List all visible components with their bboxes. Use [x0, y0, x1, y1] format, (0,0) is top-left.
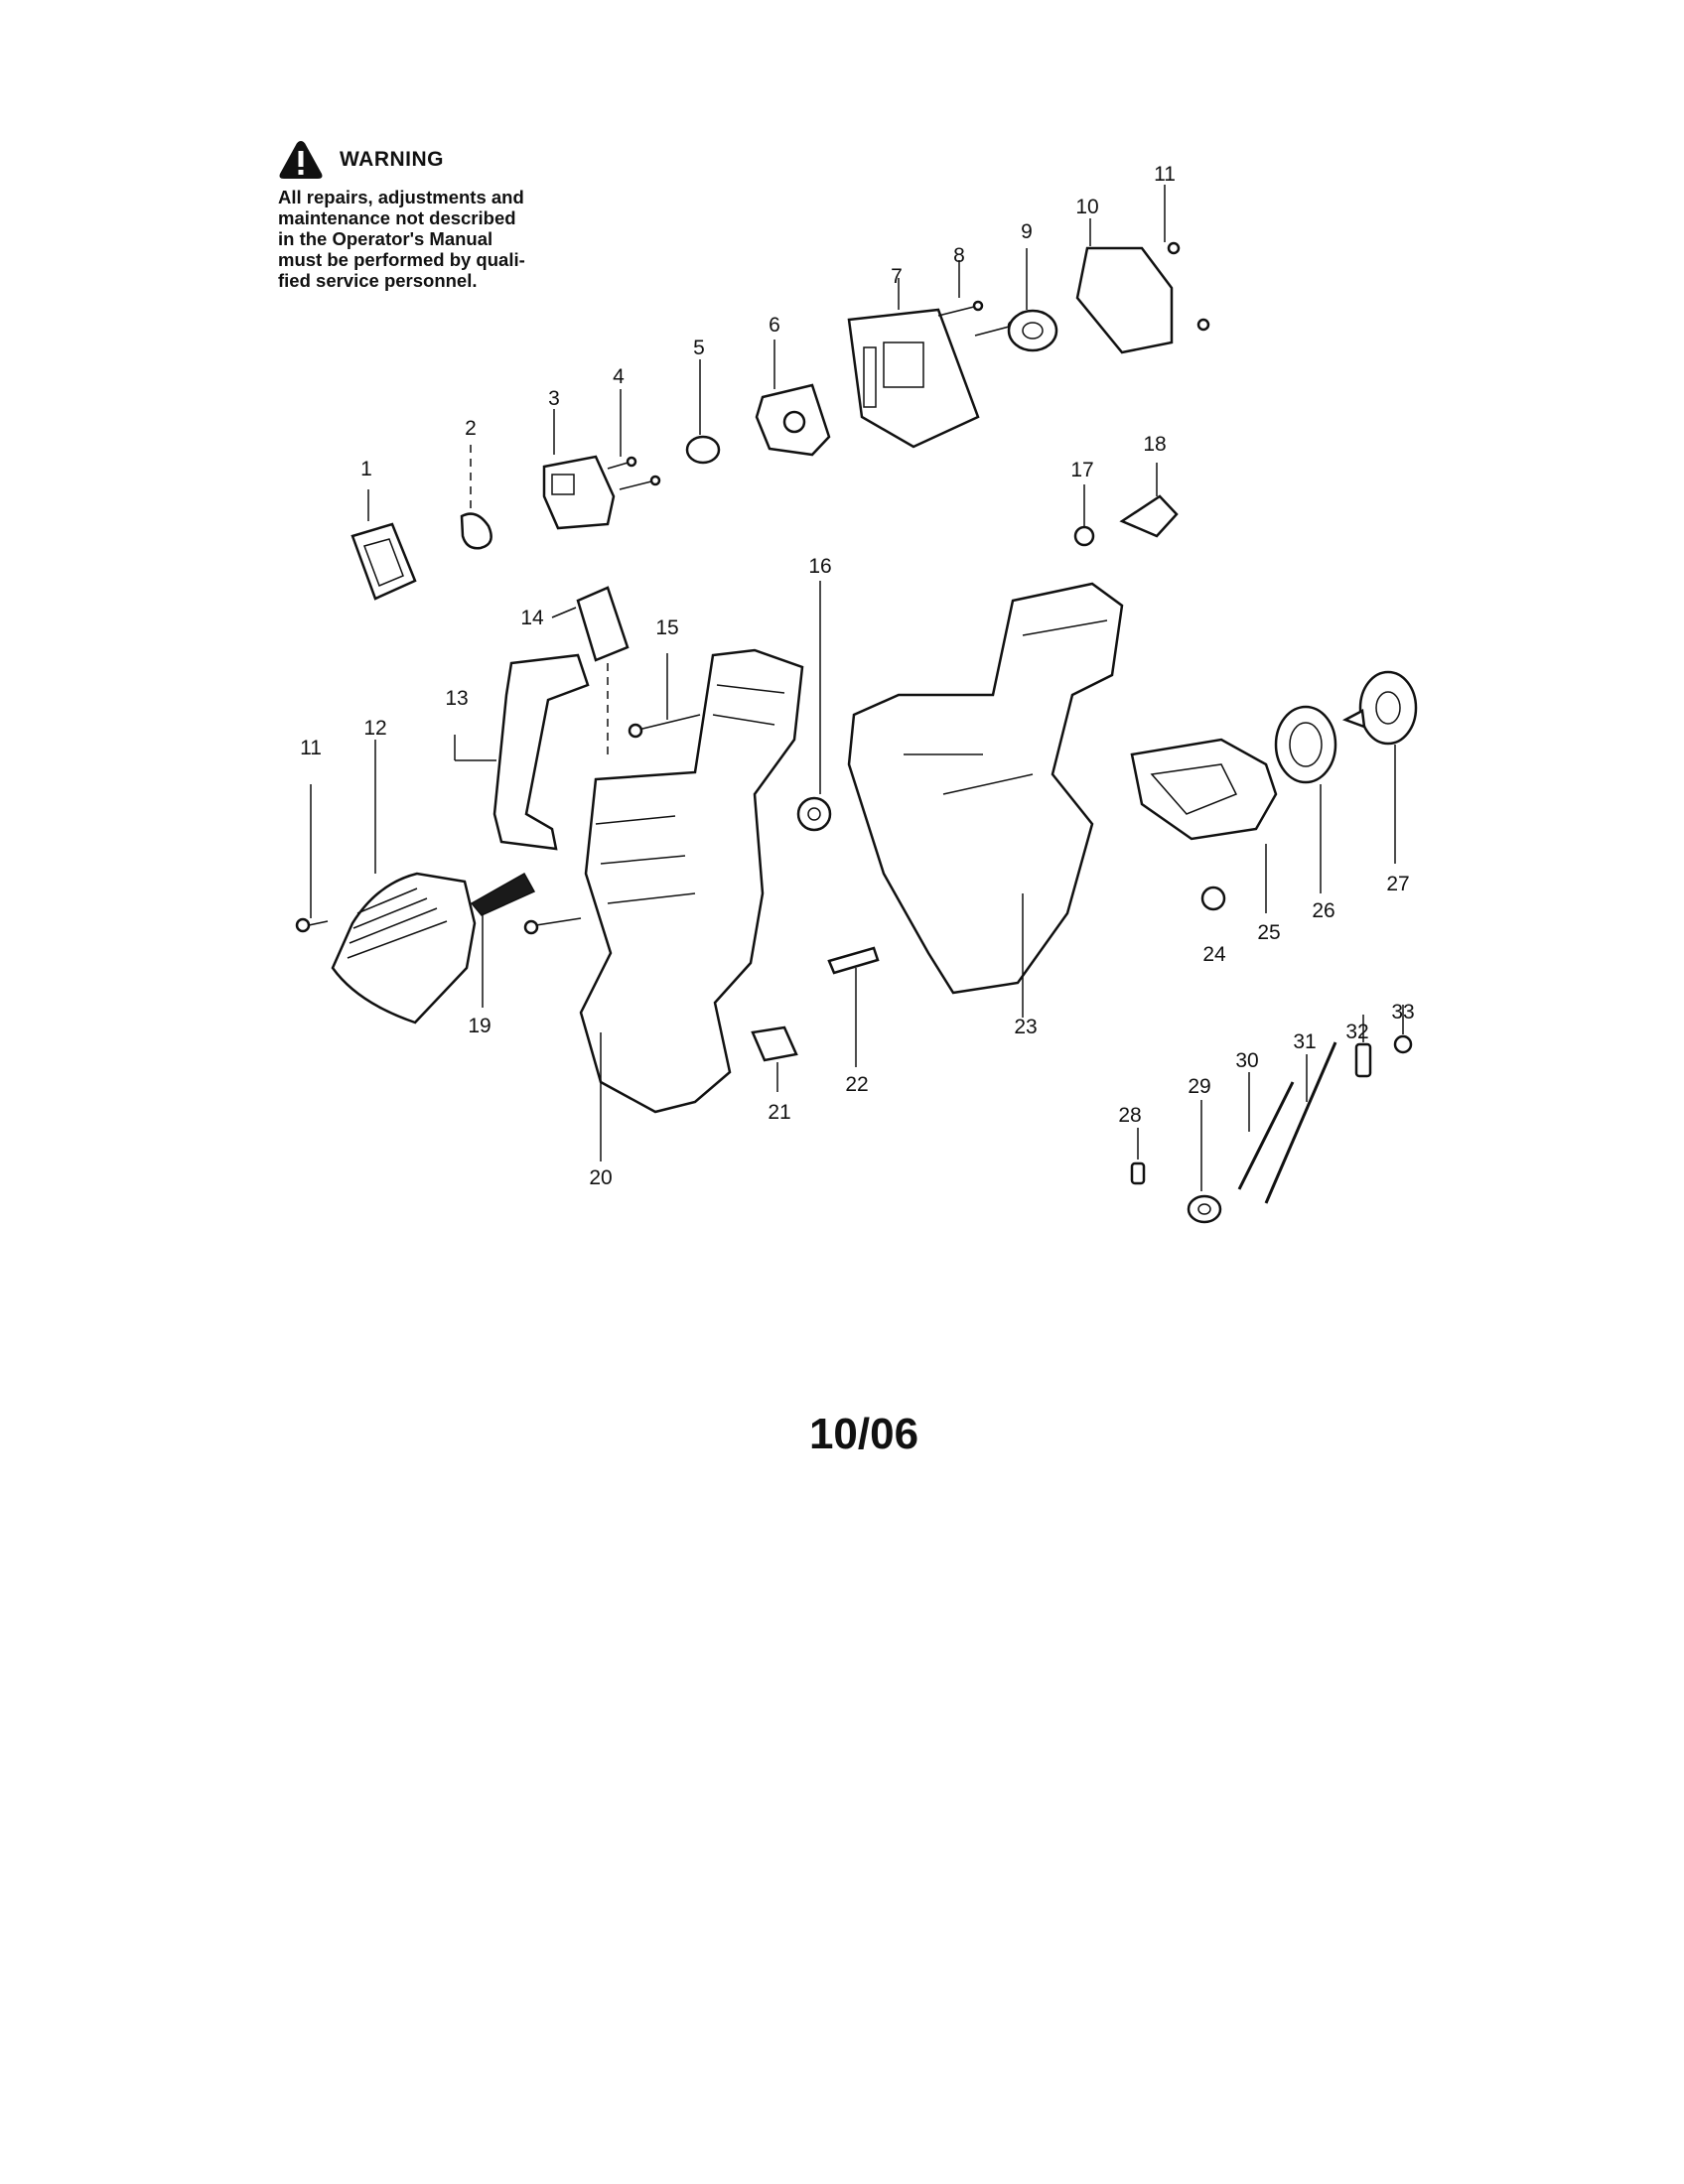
callout-14: 14 — [520, 607, 544, 629]
callout-31: 31 — [1293, 1030, 1316, 1053]
warning-line: must be performed by quali- — [278, 249, 525, 270]
warning-triangle-icon — [279, 141, 323, 179]
callout-27: 27 — [1386, 873, 1409, 895]
callout-3: 3 — [548, 387, 560, 410]
warning-line: fied service personnel. — [278, 270, 478, 291]
part-33-cap — [1393, 1005, 1413, 1054]
callout-19: 19 — [468, 1015, 491, 1037]
part-6-carburetor — [755, 340, 831, 457]
part-11-screw-left — [295, 784, 329, 933]
callout-30: 30 — [1235, 1049, 1258, 1072]
callout-18: 18 — [1143, 433, 1166, 456]
callout-29: 29 — [1188, 1075, 1210, 1098]
callout-15: 15 — [655, 616, 678, 639]
part-32-fuel-filter — [1354, 1015, 1372, 1078]
part-2 — [460, 445, 492, 550]
callout-20: 20 — [589, 1166, 612, 1189]
part-15-screw — [628, 653, 701, 739]
part-30-fuel-line — [1237, 1072, 1295, 1190]
callout-25: 25 — [1257, 921, 1280, 944]
callout-5: 5 — [693, 337, 705, 359]
part-21-clip — [751, 1025, 798, 1092]
callout-1: 1 — [360, 458, 372, 480]
part-27-fan — [1341, 670, 1418, 864]
part-31-fuel-line — [1264, 1041, 1337, 1204]
callout-13: 13 — [445, 687, 468, 710]
part-9-bushing — [1007, 248, 1058, 352]
callout-32: 32 — [1345, 1021, 1368, 1043]
callout-16: 16 — [808, 555, 831, 578]
part-10-plate — [1075, 218, 1174, 354]
part-25-nozzle — [1130, 738, 1278, 913]
callout-28: 28 — [1118, 1104, 1141, 1127]
warning-line: maintenance not described — [278, 207, 516, 228]
callout-4: 4 — [613, 365, 625, 388]
part-23-blower-housing — [847, 582, 1124, 1018]
part-26-ring — [1274, 705, 1337, 893]
warning-body: All repairs, adjustments and maintenance… — [278, 187, 576, 291]
callout-24: 24 — [1202, 943, 1226, 966]
callout-8: 8 — [953, 244, 965, 267]
part-7-cover — [847, 278, 980, 449]
part-3-block — [542, 409, 616, 530]
part-1-gasket — [351, 489, 417, 601]
callout-23: 23 — [1014, 1016, 1037, 1038]
part-8-screws — [937, 260, 1019, 337]
part-17-washer — [1073, 484, 1095, 547]
warning-title: WARNING — [340, 148, 444, 171]
part-19-filter — [470, 872, 536, 1008]
callout-10: 10 — [1075, 196, 1098, 218]
part-18-knob — [1119, 463, 1179, 538]
warning-notice: WARNING All repairs, adjustments and mai… — [278, 139, 576, 291]
part-4-screws — [607, 389, 661, 490]
part-29-grommet — [1187, 1100, 1222, 1224]
part-20-housing — [523, 648, 804, 1161]
callout-12: 12 — [363, 717, 386, 740]
warning-header: WARNING — [278, 139, 576, 181]
callout-7: 7 — [891, 265, 903, 288]
part-24-washer — [1200, 886, 1226, 911]
callout-9: 9 — [1021, 220, 1033, 243]
part-5-ring — [685, 359, 721, 465]
callout-11-left: 11 — [300, 737, 322, 759]
part-11-screws-top — [1164, 185, 1210, 332]
warning-line: in the Operator's Manual — [278, 228, 493, 249]
part-14-pad — [551, 586, 630, 754]
callout-22: 22 — [845, 1073, 868, 1096]
callout-labels: 1 2 3 4 5 6 7 8 9 10 11 11 12 13 14 15 1… — [300, 163, 1415, 1189]
part-22-pin — [827, 946, 880, 1067]
part-12-filter-cover — [331, 740, 477, 1024]
callout-11-top: 11 — [1154, 163, 1176, 186]
callout-21: 21 — [768, 1101, 790, 1124]
callout-17: 17 — [1070, 459, 1093, 481]
callout-33: 33 — [1391, 1001, 1414, 1024]
callout-26: 26 — [1312, 899, 1334, 922]
revision-date: 10/06 — [808, 1410, 919, 1458]
part-16-gear — [796, 581, 832, 832]
part-28-fitting — [1130, 1128, 1146, 1185]
warning-line: All repairs, adjustments and — [278, 187, 524, 207]
part-13-handle — [454, 653, 590, 851]
callout-6: 6 — [769, 314, 780, 337]
callout-2: 2 — [465, 417, 477, 440]
